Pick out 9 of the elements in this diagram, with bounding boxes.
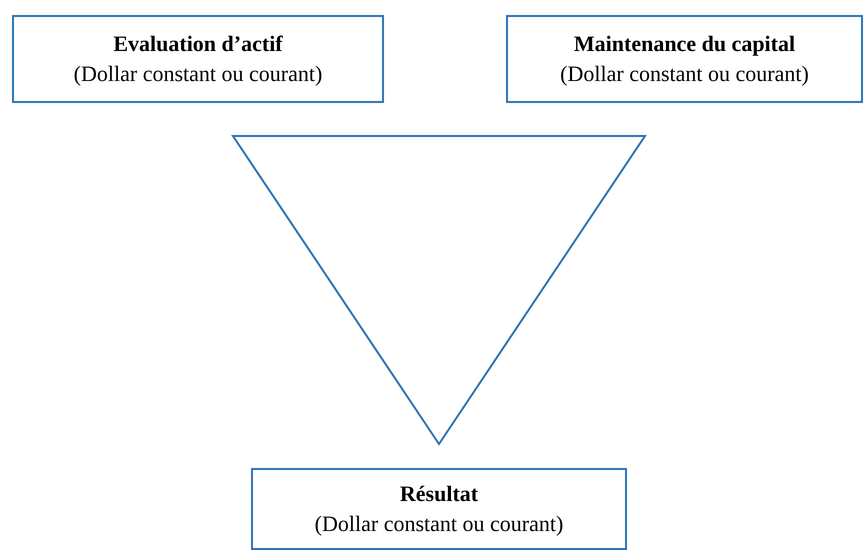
box-subtitle: (Dollar constant ou courant) — [74, 60, 322, 88]
box-subtitle: (Dollar constant ou courant) — [314, 510, 564, 538]
box-heading: Résultat — [400, 480, 478, 508]
box-heading: Evaluation d’actif — [113, 30, 283, 58]
text-box — [506, 15, 863, 103]
text-box — [12, 15, 384, 103]
box-subtitle: (Dollar constant ou courant) — [560, 60, 809, 88]
text-box — [251, 468, 627, 550]
box-heading: Maintenance du capital — [574, 30, 796, 58]
